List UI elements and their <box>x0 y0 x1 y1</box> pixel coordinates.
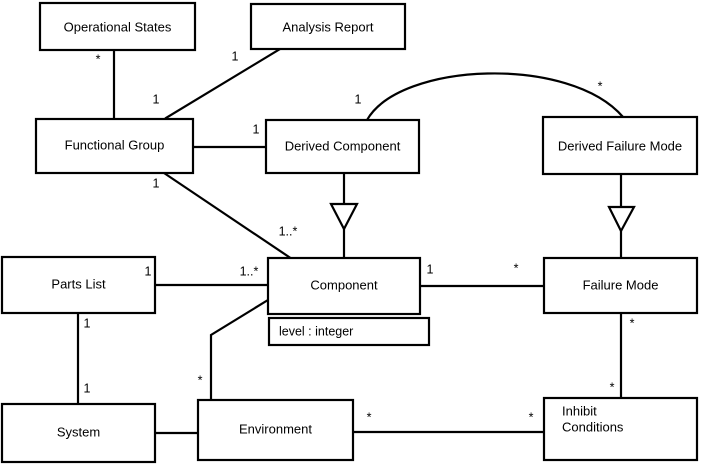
multiplicity-component-left-1-star: 1..* <box>240 264 259 278</box>
attribute-label-component-level: level : integer <box>279 324 353 338</box>
class-label-functional-group: Functional Group <box>65 137 165 152</box>
class-parts-list[interactable]: Parts List <box>0 255 157 315</box>
class-inhibit-conditions[interactable]: Inhibit Conditions <box>542 396 699 462</box>
class-operational-states[interactable]: Operational States <box>38 1 197 52</box>
class-box-derived-component[interactable] <box>264 118 421 175</box>
multiplicity-operational-states-star: * <box>96 52 101 66</box>
multiplicity-failure-mode-down-star: * <box>630 316 635 330</box>
class-functional-group[interactable]: Functional Group <box>34 117 195 175</box>
multiplicity-parts-list-down-1: 1 <box>84 316 91 330</box>
class-label-parts-list: Parts List <box>51 276 106 291</box>
class-box-environment[interactable] <box>196 398 355 462</box>
multiplicity-parts-list-right-1: 1 <box>145 264 152 278</box>
multiplicity-inhibit-conditions-left-star: * <box>529 410 534 424</box>
multiplicity-inhibit-conditions-up-star: * <box>610 380 615 394</box>
class-box-operational-states[interactable] <box>38 1 197 52</box>
multiplicity-environment-right-star: * <box>367 410 372 424</box>
multiplicity-derived-component-left-1: 1 <box>253 122 260 136</box>
class-box-derived-failure-mode[interactable] <box>541 115 699 176</box>
class-analysis-report[interactable]: Analysis Report <box>249 2 407 51</box>
class-attribute-compartment-component[interactable] <box>267 316 431 347</box>
connector-functional-group-analysis-report[interactable] <box>164 47 282 120</box>
class-label-component: Component <box>310 277 378 292</box>
multiplicity-environment-up-star: * <box>198 373 203 387</box>
connector-derived-component-derived-failure-mode[interactable] <box>366 72 624 121</box>
class-label-derived-failure-mode: Derived Failure Mode <box>558 138 682 153</box>
class-box-parts-list[interactable] <box>0 255 157 315</box>
class-derived-component[interactable]: Derived Component <box>264 118 421 175</box>
multiplicity-component-right-1: 1 <box>427 262 434 276</box>
multiplicity-layer: * 1 1 1 1 * 1 1..* 1 1..* 1 * 1 1 * * * … <box>84 49 635 424</box>
class-environment[interactable]: Environment <box>196 398 355 462</box>
class-box-system[interactable] <box>0 402 157 464</box>
multiplicity-functional-group-down-1: 1 <box>153 176 160 190</box>
class-derived-failure-mode[interactable]: Derived Failure Mode <box>541 115 699 176</box>
multiplicity-derived-component-arc-1: 1 <box>355 92 362 106</box>
class-label-operational-states: Operational States <box>64 19 172 34</box>
connector-component-environment[interactable] <box>209 298 270 402</box>
hollow-triangle-icon-derived-component <box>329 202 359 232</box>
class-box-failure-mode[interactable] <box>542 256 699 315</box>
class-label-environment: Environment <box>239 421 312 436</box>
multiplicity-component-diagonal-1-star: 1..* <box>279 224 298 238</box>
multiplicity-failure-mode-left-star: * <box>514 261 519 275</box>
class-box-functional-group[interactable] <box>34 117 195 175</box>
connector-layer <box>76 47 636 435</box>
class-label-system: System <box>57 424 100 439</box>
class-system[interactable]: System <box>0 402 157 464</box>
class-box-inhibit-conditions[interactable] <box>542 396 699 462</box>
hollow-triangle-icon-derived-failure-mode <box>607 205 636 234</box>
class-label-derived-component: Derived Component <box>285 138 401 153</box>
class-failure-mode[interactable]: Failure Mode <box>542 256 699 315</box>
multiplicity-system-up-1: 1 <box>84 381 91 395</box>
multiplicity-functional-group-up-1: 1 <box>153 92 160 106</box>
class-box-analysis-report[interactable] <box>249 2 407 51</box>
class-box-component[interactable] <box>266 256 422 316</box>
class-label-analysis-report: Analysis Report <box>282 19 373 34</box>
class-component[interactable]: Component level : integer <box>266 256 431 347</box>
class-label-inhibit-conditions-line1: Inhibit <box>562 403 597 418</box>
multiplicity-derived-failure-mode-arc-star: * <box>598 79 603 93</box>
class-label-failure-mode: Failure Mode <box>583 277 659 292</box>
multiplicity-analysis-report-1: 1 <box>232 49 239 63</box>
class-label-inhibit-conditions-line2: Conditions <box>562 419 624 434</box>
connector-functional-group-component[interactable] <box>162 171 294 261</box>
